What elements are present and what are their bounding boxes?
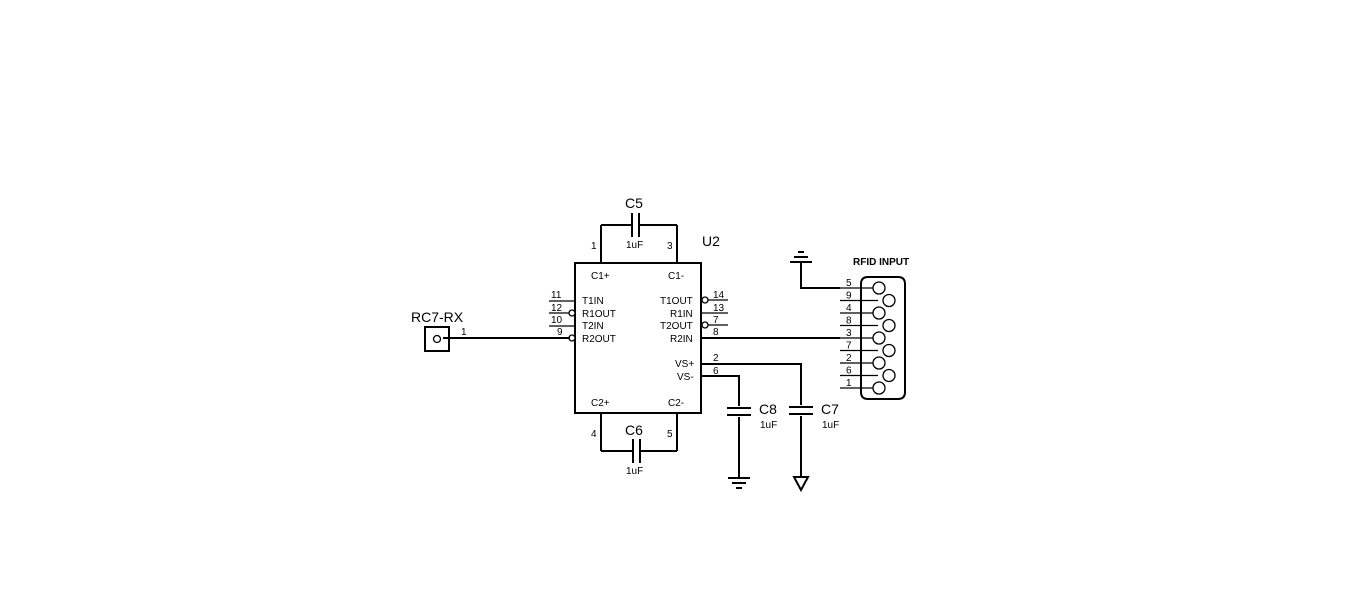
connector-pin-number-4: 4 [846,303,852,314]
connector-pin-number-7: 7 [846,341,852,352]
pin-number-c2p: 4 [591,429,597,440]
connector-pin-contact-3 [872,331,886,345]
connector-pin-number-6: 6 [846,366,852,377]
pin-label-t1in: T1IN [582,296,604,307]
wire-ground-pin5 [800,262,840,289]
capacitor-c5-value: 1uF [626,240,643,251]
connector-pin-contact-8 [882,318,896,333]
inversion-bubble-r1out [568,309,576,317]
pin-number-c1m: 3 [667,241,673,252]
connector-pin-number-2: 2 [846,353,852,364]
pin-number-t1out: 14 [713,290,725,301]
connector-pin-number-1: 1 [846,378,852,389]
capacitor-c7-ref: C7 [821,401,839,417]
capacitor-c6-value: 1uF [626,466,643,477]
db9-connector-shell [860,276,906,400]
pin-label-r1out: R1OUT [582,309,616,320]
connector-pin-contact-9 [882,293,896,308]
inversion-bubble-t1out [701,296,709,304]
pin-label-r2in: R2IN [670,334,693,345]
ic-reference: U2 [702,233,720,249]
pin-label-vsp: VS+ [675,359,694,370]
pin-label-vsm: VS- [677,372,694,383]
pin-number-t2in: 10 [551,315,563,326]
wire-vsp-c7 [701,363,802,405]
pin-number-t1in: 11 [551,290,562,301]
capacitor-c5-ref: C5 [625,195,643,211]
pin-label-c2p: C2+ [591,398,610,409]
pin-number-c1p: 1 [591,241,597,252]
terminal-ref: RC7-RX [411,309,464,325]
connector-pin-contact-4 [872,306,886,320]
pin-label-c1m: C1- [668,271,684,282]
connector-pin-number-9: 9 [846,291,852,302]
pin-number-r1in: 13 [713,303,725,314]
connector-title: RFID INPUT [853,257,909,268]
ground-icon [728,477,750,489]
terminal-pin-number: 1 [461,327,467,338]
pin-number-r2out: 9 [557,327,563,338]
capacitor-c8-ref: C8 [759,401,777,417]
pin-label-r1in: R1IN [670,309,693,320]
pin-number-vsm: 6 [713,366,719,377]
signal-ground-icon [792,476,810,493]
connector-pin-contact-5 [872,281,886,295]
pin-label-t1out: T1OUT [660,296,693,307]
pin-label-r2out: R2OUT [582,334,616,345]
pin-number-r1out: 12 [551,303,563,314]
pin-number-vsp: 2 [713,353,719,364]
pin-number-r2in: 8 [713,327,719,338]
wire-vsm-c8 [701,375,740,406]
pin-label-t2out: T2OUT [660,321,693,332]
terminal-rc7-rx-pad [432,334,442,344]
capacitor-c6-ref: C6 [625,422,643,438]
capacitor-c7-value: 1uF [822,420,839,431]
capacitor-c8-value: 1uF [760,420,777,431]
connector-pin-contact-7 [882,343,896,358]
connector-pin-contact-1 [872,381,886,395]
pin-number-c2m: 5 [667,429,673,440]
pin-label-c1p: C1+ [591,271,610,282]
pin-label-c2m: C2- [668,398,684,409]
connector-pin-number-5: 5 [846,278,852,289]
terminal-rc7-rx [424,326,450,352]
connector-pin-contact-6 [882,368,896,383]
connector-pin-contact-2 [872,356,886,370]
pin-label-t2in: T2IN [582,321,604,332]
pin-number-t2out: 7 [713,315,719,326]
inversion-bubble-t2out [701,321,709,329]
connector-ground-icon [790,251,812,263]
db9-pin-group: 5 94 83 72 61 [840,278,896,395]
connector-pin-number-3: 3 [846,328,852,339]
connector-pin-number-8: 8 [846,316,852,327]
